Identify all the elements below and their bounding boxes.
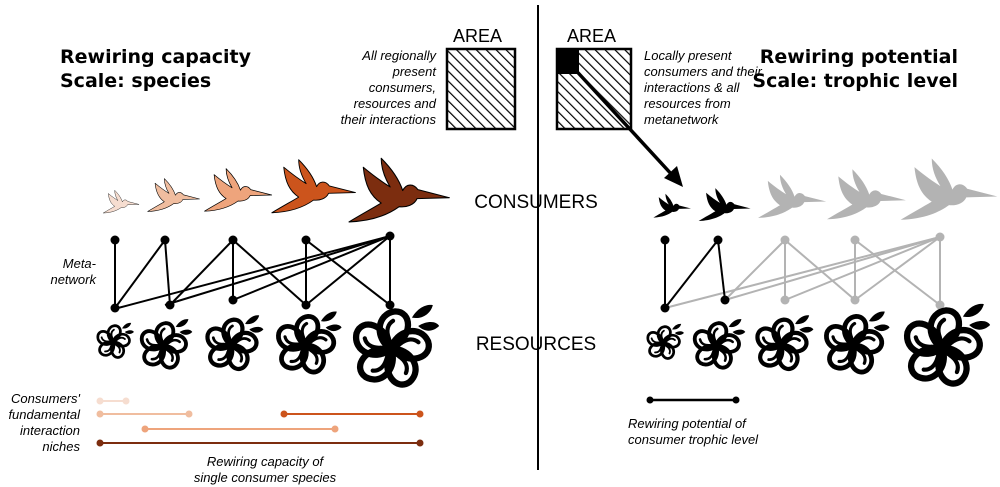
left-resources: [94, 305, 439, 390]
left-network-nodes: [110, 231, 395, 313]
flower-icon: [137, 317, 195, 373]
flower-icon: [903, 304, 990, 389]
consumers-label: CONSUMERS: [474, 192, 598, 213]
left-area-box: [445, 47, 517, 131]
hummingbird-icon: [758, 174, 827, 218]
niches-label-line: interaction: [20, 423, 80, 438]
left-title-line1: Rewiring capacity: [60, 46, 252, 68]
hummingbird-icon: [271, 159, 356, 214]
right-area-label: AREA: [567, 26, 616, 46]
hummingbird-icon: [653, 193, 691, 218]
rewiring-capacity-caption-line: Rewiring capacity of: [207, 454, 325, 469]
left-area-label: AREA: [453, 26, 502, 46]
rewiring-potential-caption-line: consumer trophic level: [628, 432, 759, 447]
hummingbird-icon: [103, 190, 140, 214]
left-metanetwork: [114, 235, 391, 309]
niche-range: [96, 439, 424, 447]
left-area-caption-line: consumers,: [369, 80, 436, 95]
network-node: [935, 300, 945, 310]
right-area-caption-line: resources from: [644, 96, 731, 111]
flower-icon: [205, 315, 264, 372]
network-node: [160, 235, 170, 245]
right-area-caption-line: metanetwork: [644, 112, 720, 127]
left-area-caption-line: All regionally: [361, 48, 437, 63]
hummingbird-icon: [147, 178, 200, 212]
right-network-active: [664, 239, 726, 309]
network-node: [385, 300, 395, 310]
niches-label-line: Consumers': [11, 391, 80, 406]
network-node: [110, 303, 120, 313]
right-title-line1: Rewiring potential: [760, 46, 958, 68]
niches-label: Consumers' fundamental interaction niche…: [8, 391, 81, 454]
network-node: [110, 235, 120, 245]
right-area-caption-line: interactions & all: [644, 80, 740, 95]
flower-icon: [823, 311, 889, 375]
right-network-nodes: [660, 232, 945, 313]
metanetwork-label-line: Meta-: [63, 256, 97, 271]
left-consumers: [103, 157, 450, 223]
niche-range: [141, 425, 339, 433]
flower-icon: [690, 317, 748, 373]
right-area-caption: Locally present consumers and their inte…: [644, 48, 762, 127]
right-resources: [644, 304, 990, 389]
network-node: [780, 295, 790, 305]
network-node: [850, 235, 860, 245]
niche-range: [96, 397, 130, 405]
left-area-caption-line: present: [392, 64, 438, 79]
niche-range: [96, 410, 193, 418]
flower-icon: [644, 322, 686, 362]
hummingbird-icon: [900, 158, 998, 220]
flower-icon: [94, 321, 136, 361]
left-title-line2: Scale: species: [60, 70, 211, 92]
metanetwork-label-line: network: [50, 272, 97, 287]
resources-label: RESOURCES: [476, 334, 596, 355]
interaction-niches: [96, 397, 424, 447]
right-network-inactive: [664, 236, 941, 309]
right-consumers: [653, 158, 998, 222]
rewiring-capacity-caption-line: single consumer species: [194, 470, 337, 485]
network-node: [228, 295, 238, 305]
local-to-consumers-arrow: [568, 62, 683, 187]
network-node: [228, 235, 238, 245]
left-area-caption: All regionally present consumers, resour…: [341, 48, 438, 127]
network-node: [935, 232, 945, 242]
network-node: [301, 300, 311, 310]
flower-icon: [352, 305, 439, 390]
right-area-caption-line: consumers and their: [644, 64, 762, 79]
niches-label-line: fundamental: [8, 407, 81, 422]
niches-label-line: niches: [42, 439, 80, 454]
network-node: [713, 235, 723, 245]
network-node: [660, 303, 670, 313]
network-node: [165, 300, 175, 310]
network-node: [660, 235, 670, 245]
left-area-caption-line: their interactions: [341, 112, 437, 127]
rewiring-potential-range: [646, 396, 740, 404]
hummingbird-icon: [204, 168, 273, 212]
network-node: [780, 235, 790, 245]
hummingbird-icon: [348, 157, 450, 223]
network-node: [720, 295, 730, 305]
flower-icon: [755, 315, 814, 372]
network-node: [850, 295, 860, 305]
network-node: [301, 235, 311, 245]
hummingbird-icon: [698, 188, 751, 222]
hummingbird-icon: [827, 169, 906, 220]
niche-range: [280, 410, 424, 418]
right-area-caption-line: Locally present: [644, 48, 733, 63]
rewiring-potential-caption-line: Rewiring potential of: [628, 416, 747, 431]
right-title-line2: Scale: trophic level: [752, 70, 958, 92]
network-node: [385, 231, 395, 241]
left-area-caption-line: resources and: [354, 96, 437, 111]
flower-icon: [275, 311, 341, 375]
